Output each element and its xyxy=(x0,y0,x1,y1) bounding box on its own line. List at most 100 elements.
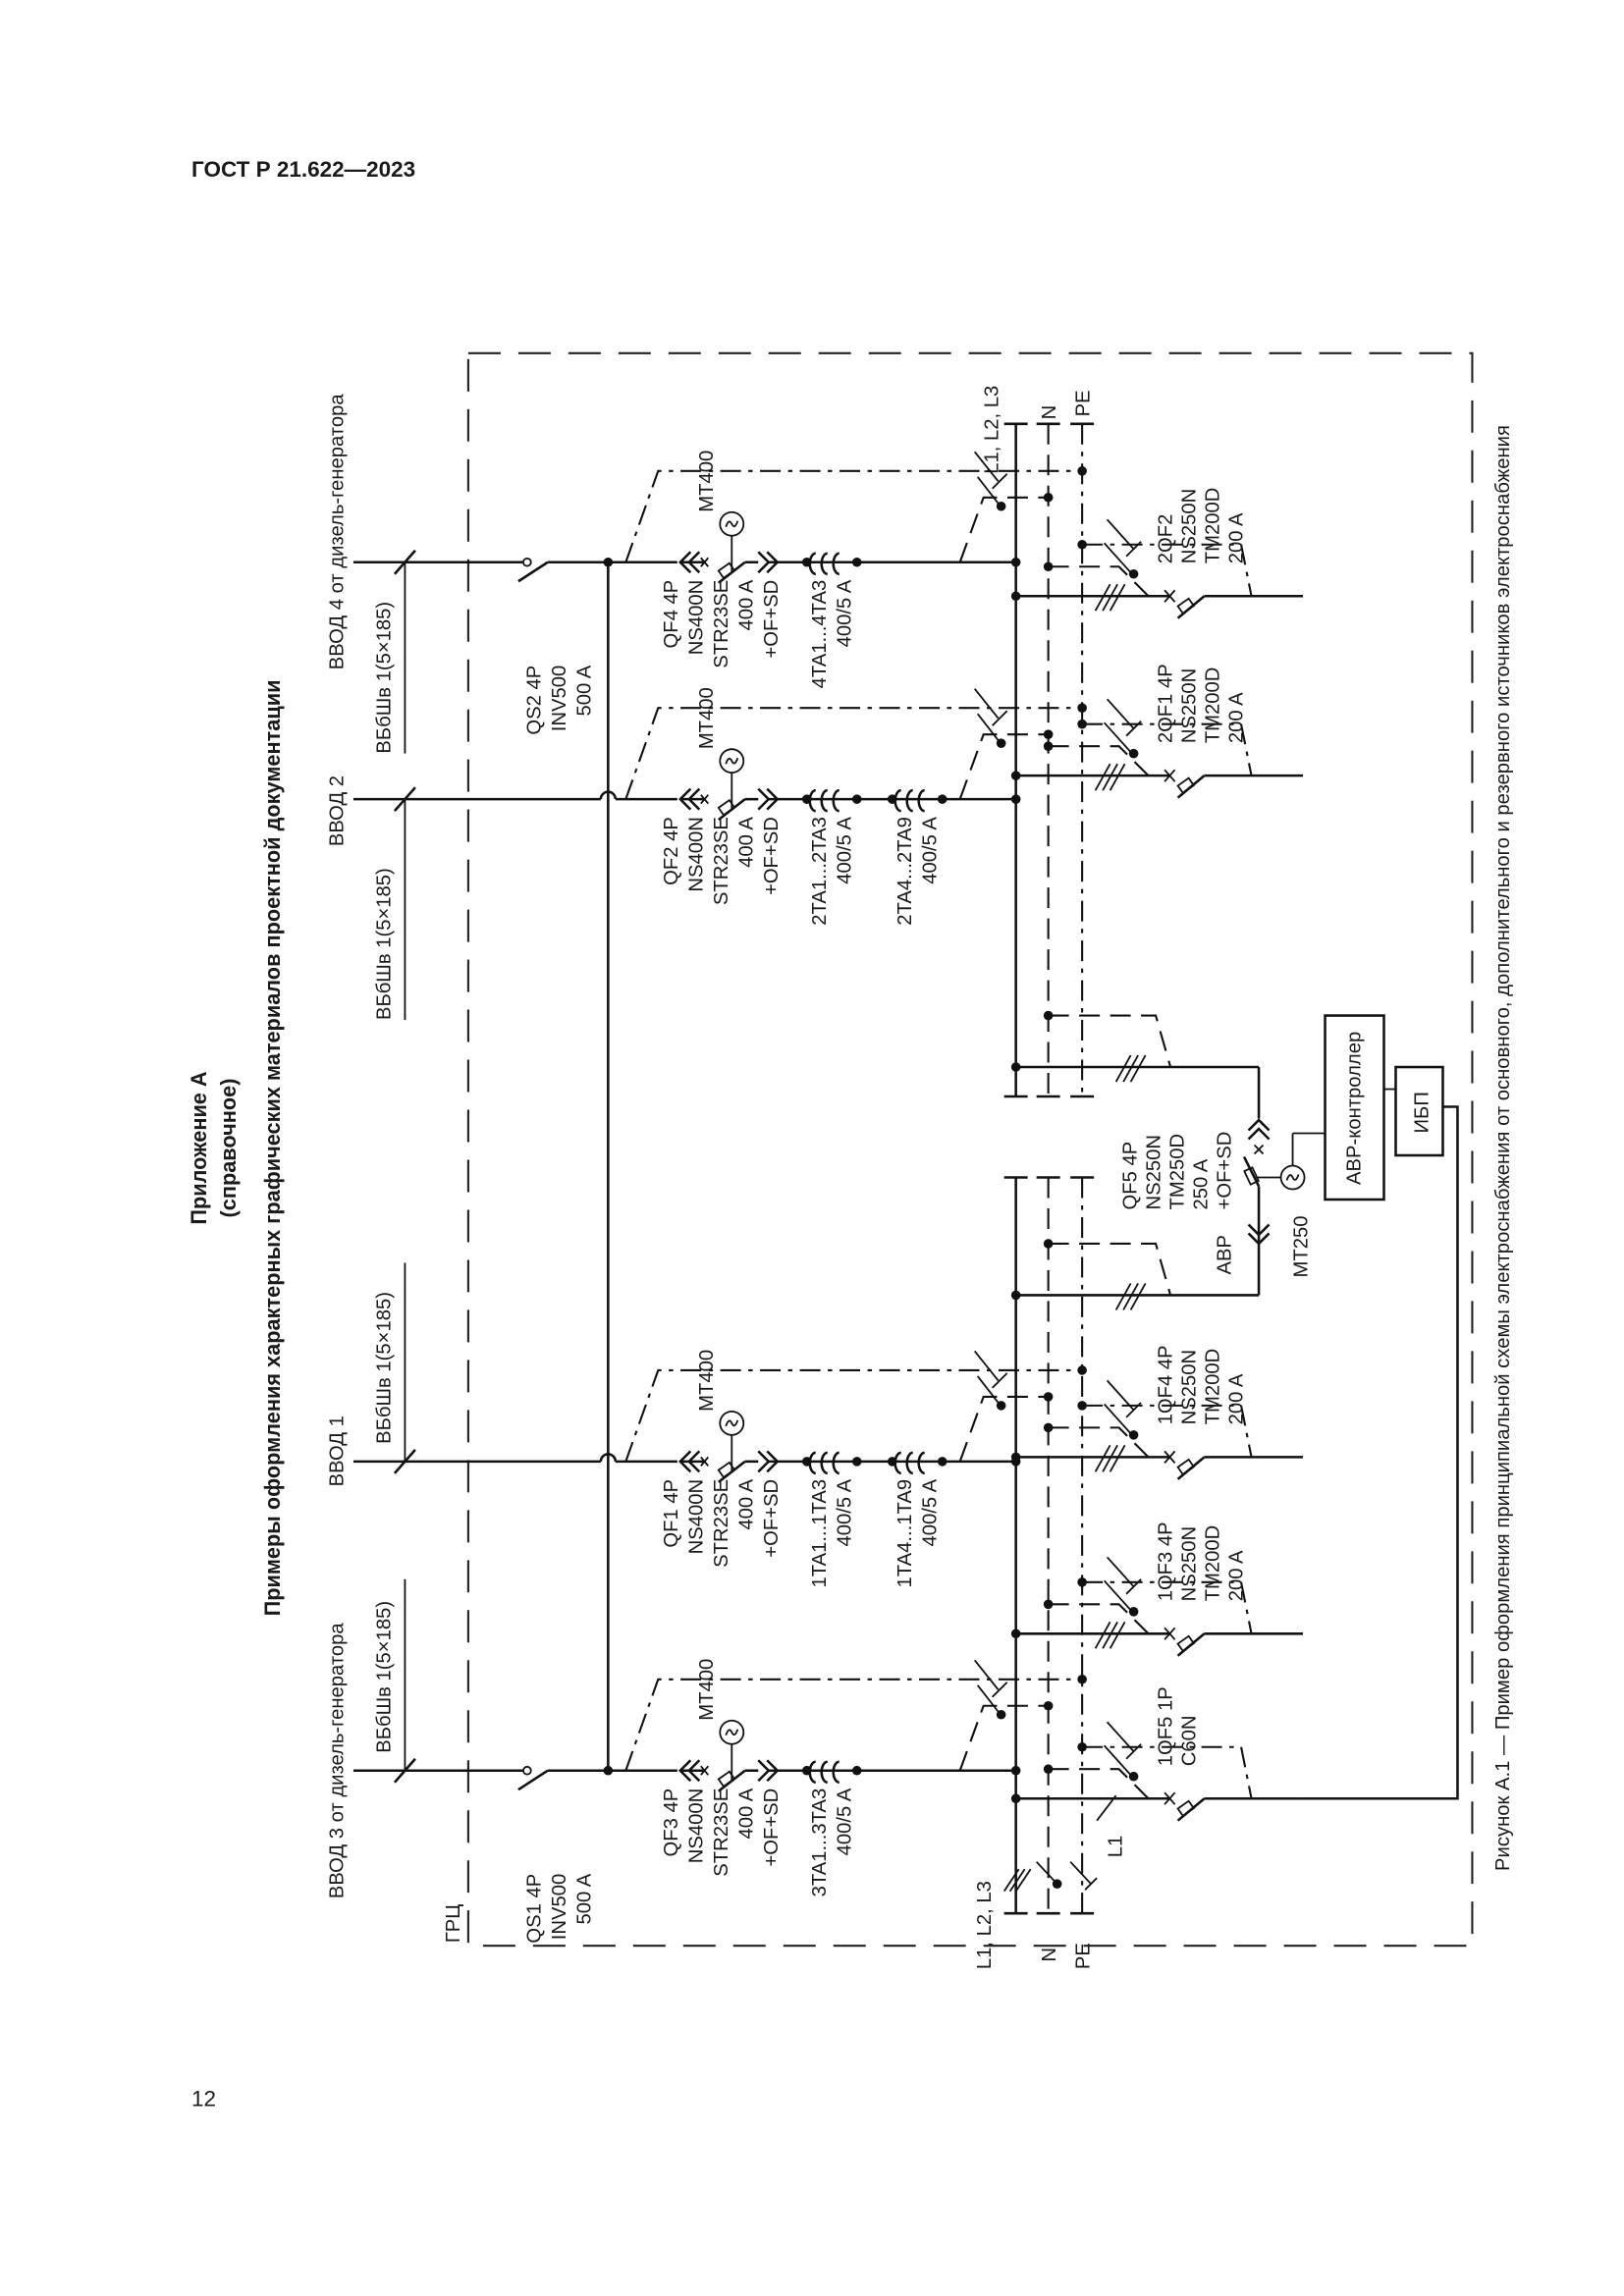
bus-label-phases: L1, L2, L3 xyxy=(982,386,1003,474)
feeder-label: 1QF4 4P xyxy=(1156,1345,1177,1424)
feeder-label: TM200D xyxy=(1203,1525,1224,1602)
phase-slash xyxy=(1114,1054,1132,1083)
contact-x-mark xyxy=(1164,1450,1176,1464)
trip-unit-label: MT400 xyxy=(696,451,718,512)
feeder-label: 2QF2 xyxy=(1156,514,1177,564)
feeder-label: 200 A xyxy=(1226,1373,1248,1424)
ct-dot xyxy=(851,557,862,567)
ups-supply-line xyxy=(1303,1105,1459,1800)
ct-dot xyxy=(851,1457,862,1467)
neutral-switch xyxy=(1103,1403,1132,1434)
ct-label: 2TA4...2TA9 xyxy=(894,817,916,926)
feeder-label: TM200D xyxy=(1203,667,1224,744)
ats-controller-box xyxy=(1324,1014,1385,1201)
pe-switch xyxy=(973,451,1000,482)
pe-switch xyxy=(992,710,1008,726)
pe-switch xyxy=(1106,698,1135,729)
neutral-switch xyxy=(976,476,1000,505)
breaker-label: QF3 4P xyxy=(661,1789,682,1857)
trip-release-icon xyxy=(1176,1799,1196,1818)
sine-icon xyxy=(725,757,739,765)
pe-switch xyxy=(1125,721,1142,737)
interlock-line xyxy=(1048,1603,1150,1635)
junction-dot xyxy=(603,557,614,567)
phase-slash xyxy=(1114,1283,1132,1310)
junction-dot xyxy=(1043,1700,1054,1711)
junction-dot xyxy=(1077,1365,1087,1375)
pe-switch xyxy=(992,473,1008,490)
bus-junction-dot xyxy=(1010,557,1021,567)
neutral-switch-dot xyxy=(1128,1771,1139,1782)
switch-label: QS2 4P xyxy=(523,666,545,735)
phase-slash xyxy=(1094,1621,1111,1649)
appendix-heading: Примеры оформления характерных графическ… xyxy=(260,680,285,1617)
withdrawable-contact-icon xyxy=(678,787,704,811)
cable-label: ВБбШв 1(5×185) xyxy=(373,602,395,754)
junction-dot xyxy=(1043,561,1054,572)
phase-slash xyxy=(1109,1444,1126,1472)
contact-x-mark xyxy=(700,1456,709,1467)
contact-x-mark xyxy=(700,557,709,567)
contact-x-mark xyxy=(1164,1791,1176,1805)
trip-release-icon xyxy=(1243,1166,1260,1186)
neutral-switch-dot xyxy=(1128,568,1139,579)
junction-dot xyxy=(1077,465,1087,476)
appendix-note: (справочное) xyxy=(216,1079,241,1218)
interlock-line xyxy=(1082,543,1253,597)
pe-mark xyxy=(1069,1861,1092,1885)
ct-label: 2TA1...2TA3 xyxy=(809,817,831,926)
breaker-label: STR23SE xyxy=(711,580,732,668)
phase-slash xyxy=(1122,1054,1139,1083)
junction-dot xyxy=(1077,539,1087,550)
phase-slash xyxy=(1102,1621,1118,1649)
cable-label: ВБбШв 1(5×185) xyxy=(373,868,395,1020)
crossover-bump xyxy=(599,790,618,800)
feeder-label: 200 A xyxy=(1226,692,1248,743)
bus-label-pe: PE xyxy=(1073,1943,1095,1969)
junction-dot xyxy=(1077,1577,1087,1587)
pe-switch xyxy=(1106,518,1135,550)
phase-slash xyxy=(1094,583,1111,612)
ct-dot xyxy=(937,1457,947,1467)
junction-dot xyxy=(1077,1674,1087,1684)
feeder-label: 2QF1 4P xyxy=(1156,664,1177,743)
ct-label: 400/5 A xyxy=(835,1788,856,1855)
breaker-label: +OF+SD xyxy=(761,817,783,895)
breaker-label: 400 A xyxy=(735,817,757,868)
ct-label: 4TA1...4TA3 xyxy=(809,580,831,689)
breaker-label: +OF+SD xyxy=(761,580,783,659)
neutral-switch xyxy=(1103,721,1132,753)
bus-label-neutral: N xyxy=(1039,1948,1060,1962)
current-transformer-icon xyxy=(893,1451,925,1475)
phase-slash xyxy=(1129,1283,1147,1310)
neutral-switch xyxy=(1103,1744,1132,1776)
contact-x-mark xyxy=(700,794,709,805)
interlock-line xyxy=(1082,1404,1253,1458)
page-number: 12 xyxy=(191,2087,216,2111)
phase-slash xyxy=(1094,1444,1111,1472)
breaker-label: 400 A xyxy=(735,1788,757,1839)
panel-frame xyxy=(466,351,1474,1948)
junction-dot xyxy=(1043,1010,1054,1021)
feeder-label: 200 A xyxy=(1226,512,1248,563)
ats-label: АВР xyxy=(1215,1235,1236,1275)
pe-switch xyxy=(992,1682,1008,1698)
interlock-line xyxy=(1082,1745,1253,1799)
ct-dot xyxy=(851,794,862,804)
trip-release-icon xyxy=(1176,597,1196,615)
breaker-label: 400 A xyxy=(735,1478,757,1529)
phase-slash xyxy=(1109,583,1126,612)
pe-switch xyxy=(973,1659,1000,1690)
incomer-name: ВВОД 2 xyxy=(326,775,348,846)
neutral-switch-dot xyxy=(996,738,1006,748)
ats-controller-label: АВР-контроллер xyxy=(1344,1032,1366,1185)
breaker-label: +OF+SD xyxy=(761,1479,783,1558)
ats-trip-label: MT250 xyxy=(1291,1215,1313,1277)
trip-unit-label: MT400 xyxy=(696,687,718,749)
interlock-line xyxy=(624,1678,1083,1772)
interlock-line xyxy=(1082,722,1253,776)
phase-slash xyxy=(1122,1283,1139,1310)
trip-unit-label: MT400 xyxy=(696,1659,718,1721)
pe-mark xyxy=(1084,1877,1098,1891)
